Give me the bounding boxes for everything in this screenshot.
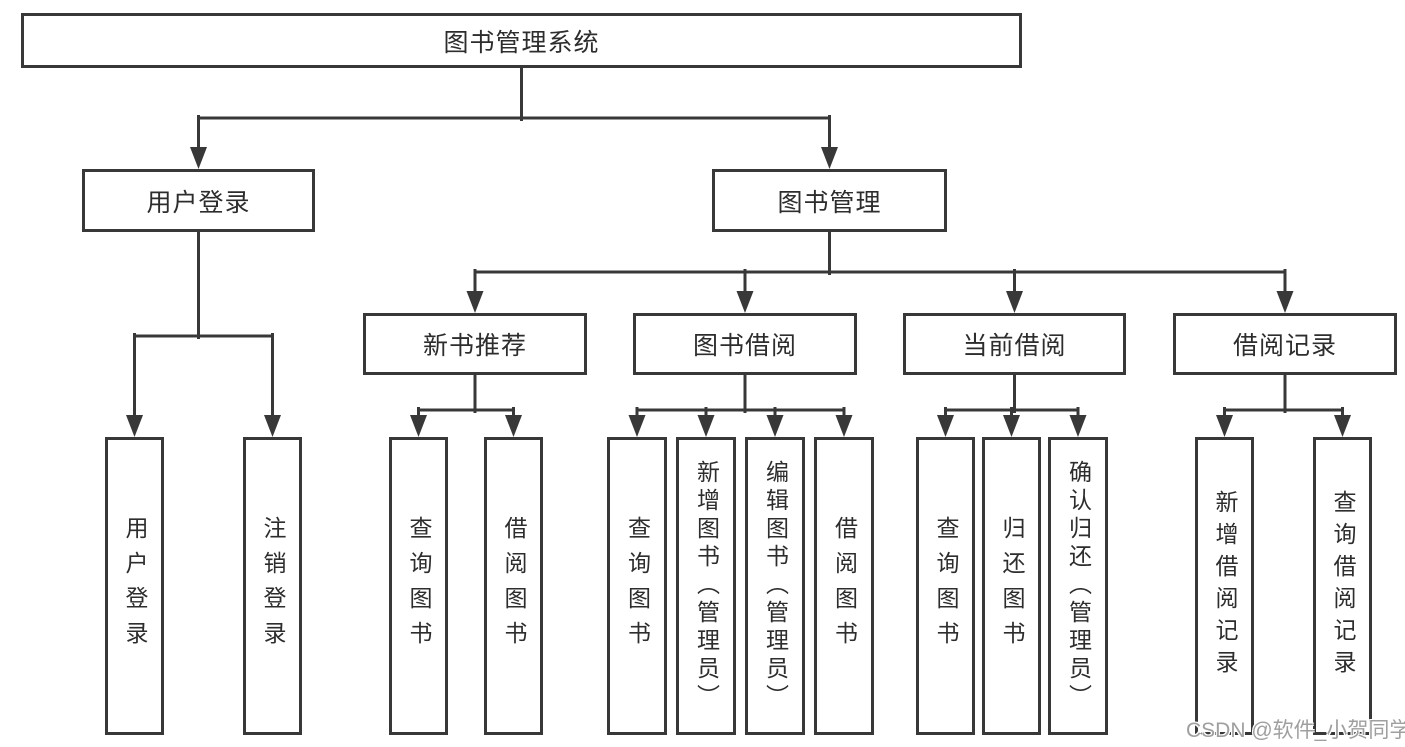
leaf-current-confirm-return-admin: 确认归还（管理员） bbox=[1048, 437, 1108, 735]
leaf-records-add-record: 新增借阅记录 bbox=[1195, 437, 1254, 735]
leaf-borrow-add-books-admin: 新增图书（管理员） bbox=[676, 437, 736, 735]
node-new-book-recommend: 新书推荐 bbox=[363, 313, 587, 375]
leaf-current-return-books: 归还图书 bbox=[982, 437, 1041, 735]
leaf-user-login-label: 用户登录 bbox=[122, 516, 148, 656]
node-root-label: 图书管理系统 bbox=[443, 28, 600, 57]
node-root: 图书管理系统 bbox=[21, 13, 1022, 68]
leaf-borrow-edit-books-admin: 编辑图书（管理员） bbox=[745, 437, 805, 735]
node-book-borrowing: 图书借阅 bbox=[633, 313, 857, 375]
leaf-borrow-edit-books-admin-label: 编辑图书（管理员） bbox=[762, 460, 789, 712]
node-user-login-label: 用户登录 bbox=[146, 188, 251, 217]
leaf-current-query-books: 查询图书 bbox=[916, 437, 975, 735]
leaf-borrow-add-books-admin-label: 新增图书（管理员） bbox=[693, 460, 720, 712]
node-new-book-recommend-label: 新书推荐 bbox=[422, 332, 527, 360]
leaf-newbook-borrow-books: 借阅图书 bbox=[484, 437, 543, 735]
leaf-newbook-query-books-label: 查询图书 bbox=[406, 516, 432, 656]
leaf-current-confirm-return-admin-label: 确认归还（管理员） bbox=[1065, 460, 1092, 712]
leaf-borrow-borrow-books: 借阅图书 bbox=[814, 437, 874, 735]
leaf-newbook-borrow-books-label: 借阅图书 bbox=[501, 516, 527, 656]
node-current-borrowing-label: 当前借阅 bbox=[962, 332, 1067, 360]
leaf-logout-label: 注销登录 bbox=[260, 516, 286, 656]
arrowheads bbox=[126, 147, 1351, 437]
leaf-borrow-query-books-label: 查询图书 bbox=[624, 516, 651, 656]
leaf-newbook-query-books: 查询图书 bbox=[389, 437, 448, 735]
leaf-current-return-books-label: 归还图书 bbox=[999, 516, 1025, 656]
node-book-management: 图书管理 bbox=[712, 169, 947, 232]
watermark-text: CSDN @软件_小贺同学 bbox=[1186, 719, 1405, 742]
leaf-borrow-borrow-books-label: 借阅图书 bbox=[831, 516, 858, 656]
leaf-logout: 注销登录 bbox=[243, 437, 302, 735]
leaf-records-add-record-label: 新增借阅记录 bbox=[1212, 490, 1238, 682]
leaf-records-query-record-label: 查询借阅记录 bbox=[1330, 490, 1356, 682]
node-book-borrowing-label: 图书借阅 bbox=[692, 332, 797, 360]
node-book-management-label: 图书管理 bbox=[777, 188, 882, 217]
leaf-borrow-query-books: 查询图书 bbox=[607, 437, 667, 735]
node-borrowing-records-label: 借阅记录 bbox=[1232, 332, 1337, 360]
leaf-user-login: 用户登录 bbox=[105, 437, 164, 735]
node-borrowing-records: 借阅记录 bbox=[1173, 313, 1397, 375]
leaf-current-query-books-label: 查询图书 bbox=[933, 516, 959, 656]
leaf-records-query-record: 查询借阅记录 bbox=[1313, 437, 1372, 735]
node-current-borrowing: 当前借阅 bbox=[903, 313, 1126, 375]
node-user-login: 用户登录 bbox=[82, 169, 315, 232]
